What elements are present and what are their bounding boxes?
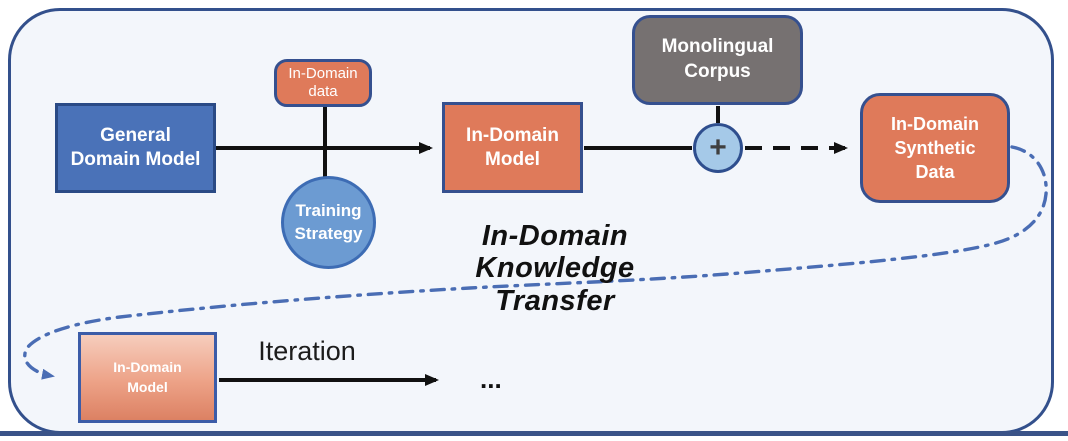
slide-bottom-edge — [0, 431, 1068, 436]
node-in-domain-synthetic-data: In-Domain Synthetic Data — [860, 93, 1010, 203]
node-training-strategy: Training Strategy — [281, 176, 376, 269]
iteration-label: Iteration — [258, 336, 356, 366]
node-in-domain-model: In-Domain Model — [442, 102, 583, 193]
node-in-domain-synthetic-data-label: In-Domain Synthetic Data — [891, 113, 979, 183]
node-in-domain-model-iterated: In-Domain Model — [78, 332, 217, 423]
node-training-strategy-label: Training Strategy — [294, 201, 363, 243]
node-general-domain-model-label: General Domain Model — [70, 125, 201, 170]
node-monolingual-corpus: Monolingual Corpus — [632, 15, 803, 105]
node-in-domain-model-iterated-label: In-Domain Model — [113, 358, 182, 395]
node-in-domain-data: In-Domain data — [274, 59, 372, 107]
diagram-title: In-Domain Knowledge Transfer — [475, 220, 635, 317]
plus-operator-icon: + — [693, 123, 743, 173]
node-monolingual-corpus-label: Monolingual Corpus — [661, 36, 774, 82]
node-in-domain-data-label: In-Domain data — [288, 65, 358, 100]
node-in-domain-model-label: In-Domain Model — [466, 124, 559, 170]
plus-operator-label: + — [709, 131, 727, 164]
node-general-domain-model: General Domain Model — [55, 103, 216, 193]
ellipsis-label: ... — [480, 364, 502, 394]
